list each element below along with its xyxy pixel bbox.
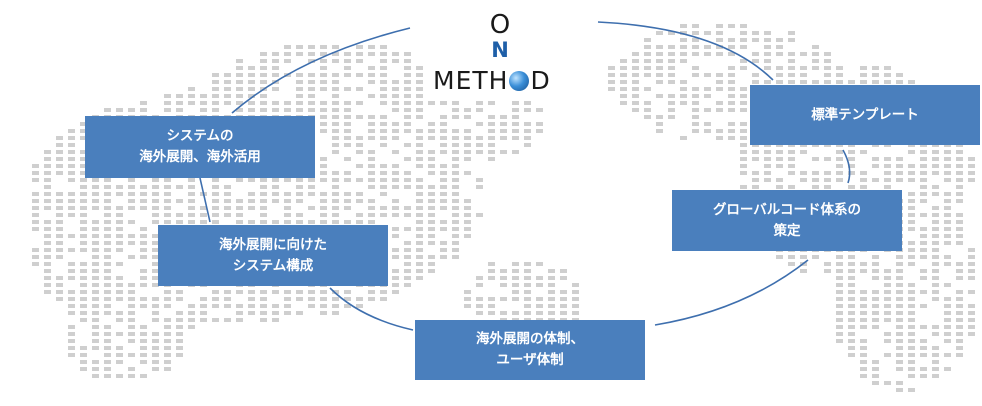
node-system-overseas-line1: システムの	[166, 128, 234, 144]
node-system-config-line2: システム構成	[232, 257, 314, 274]
node-structure: 海外展開の体制、 ユーザ体制	[415, 320, 645, 380]
node-system-overseas-line2: 海外展開、海外活用	[139, 149, 261, 165]
logo-n: N	[491, 38, 509, 62]
logo-o: O	[489, 10, 511, 40]
node-system-overseas: システムの 海外展開、海外活用	[85, 116, 315, 178]
node-template: 標準テンプレート	[750, 85, 980, 145]
logo-word-start: METH	[433, 66, 509, 95]
node-template-line1: 標準テンプレート	[811, 106, 919, 123]
globe-icon	[509, 71, 530, 91]
node-global-code-line2: 策定	[773, 222, 801, 239]
node-structure-line2: ユーザ体制	[496, 352, 564, 368]
logo-word: METH D	[433, 66, 551, 95]
node-structure-line1: 海外展開の体制、	[476, 331, 584, 347]
node-system-config: 海外展開に向けた システム構成	[158, 225, 388, 286]
node-global-code-line1: グローバルコード体系の	[712, 201, 862, 218]
on-method-logo: O N METH D	[425, 8, 575, 100]
logo-word-end: D	[530, 66, 551, 95]
node-global-code: グローバルコード体系の 策定	[672, 190, 902, 251]
node-system-config-line1: 海外展開に向けた	[219, 236, 327, 253]
